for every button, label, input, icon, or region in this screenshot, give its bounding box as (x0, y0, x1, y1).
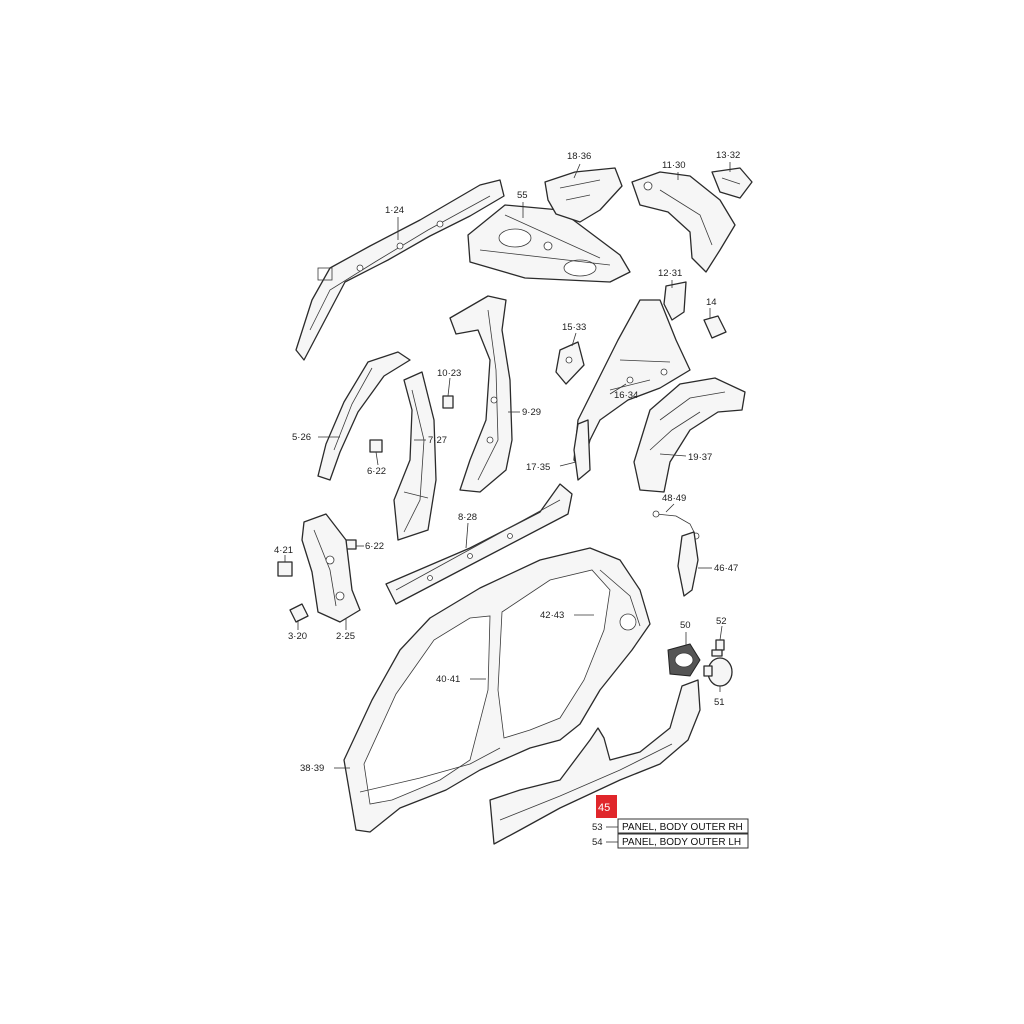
label-18-36: 18·36 (567, 151, 591, 162)
part-fuel-housing (667, 643, 701, 677)
part-wheelhouse-outer (633, 377, 746, 493)
label-11-30: 11·30 (662, 160, 686, 171)
label-50: 50 (680, 620, 691, 631)
label-1-24: 1·24 (385, 205, 404, 216)
label-53: 53 (592, 822, 603, 833)
label-42-43: 42·43 (540, 610, 564, 621)
label-15-33: 15·33 (562, 322, 586, 333)
part-a-pillar-upper (317, 351, 411, 481)
part-a-pillar-inner (393, 371, 437, 541)
legend-rh-text: PANEL, BODY OUTER RH (622, 822, 743, 833)
label-12-31: 12·31 (658, 268, 682, 279)
label-6-22b: 6·22 (365, 541, 384, 552)
part-bracket-12-31 (663, 281, 687, 321)
legend-rh: PANEL, BODY OUTER RH (617, 818, 749, 834)
label-40-41: 40·41 (436, 674, 460, 685)
part-bracket-10-23 (442, 395, 454, 409)
label-5-26: 5·26 (292, 432, 311, 443)
part-bracket-13-32 (711, 167, 753, 199)
part-inner-quarter (573, 299, 691, 471)
legend-lh: PANEL, BODY OUTER LH (617, 833, 749, 849)
label-3-20: 3·20 (288, 631, 307, 642)
label-19-37: 19·37 (688, 452, 712, 463)
part-plate-3-20 (289, 603, 309, 623)
label-48-49: 48·49 (662, 493, 686, 504)
label-17-35: 17·35 (526, 462, 550, 473)
part-bracket-6-22a (369, 439, 383, 453)
part-wheelhouse-upper (631, 171, 736, 273)
part-fuel-door (703, 657, 733, 687)
part-fastener-52 (711, 639, 725, 657)
label-46-47: 46·47 (714, 563, 738, 574)
part-panel-15-33 (555, 341, 585, 385)
label-9-29: 9·29 (522, 407, 541, 418)
part-piece-17-35 (573, 419, 591, 481)
label-55: 55 (517, 190, 528, 201)
label-16-34: 16·34 (614, 390, 638, 401)
part-rear-shelf (467, 204, 631, 283)
part-body-outer-lower (489, 679, 701, 845)
part-plate-4-21 (277, 561, 293, 577)
label-10-23: 10·23 (437, 368, 461, 379)
part-bracket-46-47 (677, 531, 699, 597)
part-side-sill (385, 483, 573, 605)
part-bracket-18-36 (544, 167, 623, 223)
part-bracket-14 (703, 315, 727, 339)
legend-lh-text: PANEL, BODY OUTER LH (622, 837, 741, 848)
label-8-28: 8·28 (458, 512, 477, 523)
part-hinge-pillar (301, 513, 361, 623)
part-b-pillar-inner (449, 295, 513, 493)
label-14: 14 (706, 297, 717, 308)
label-4-21: 4·21 (274, 545, 293, 556)
label-52: 52 (716, 616, 727, 627)
label-6-22a: 6·22 (367, 466, 386, 477)
label-2-25: 2·25 (336, 631, 355, 642)
part-roof-rail (295, 179, 505, 361)
part-body-side-outer (343, 547, 651, 833)
badge-number: 45 (598, 802, 610, 814)
part-number-badge: 45 (596, 795, 617, 818)
label-51: 51 (714, 697, 725, 708)
label-38-39: 38·39 (300, 763, 324, 774)
label-7-27: 7·27 (428, 435, 447, 446)
label-54: 54 (592, 837, 603, 848)
leader-lines (284, 162, 731, 843)
label-13-32: 13·32 (716, 150, 740, 161)
